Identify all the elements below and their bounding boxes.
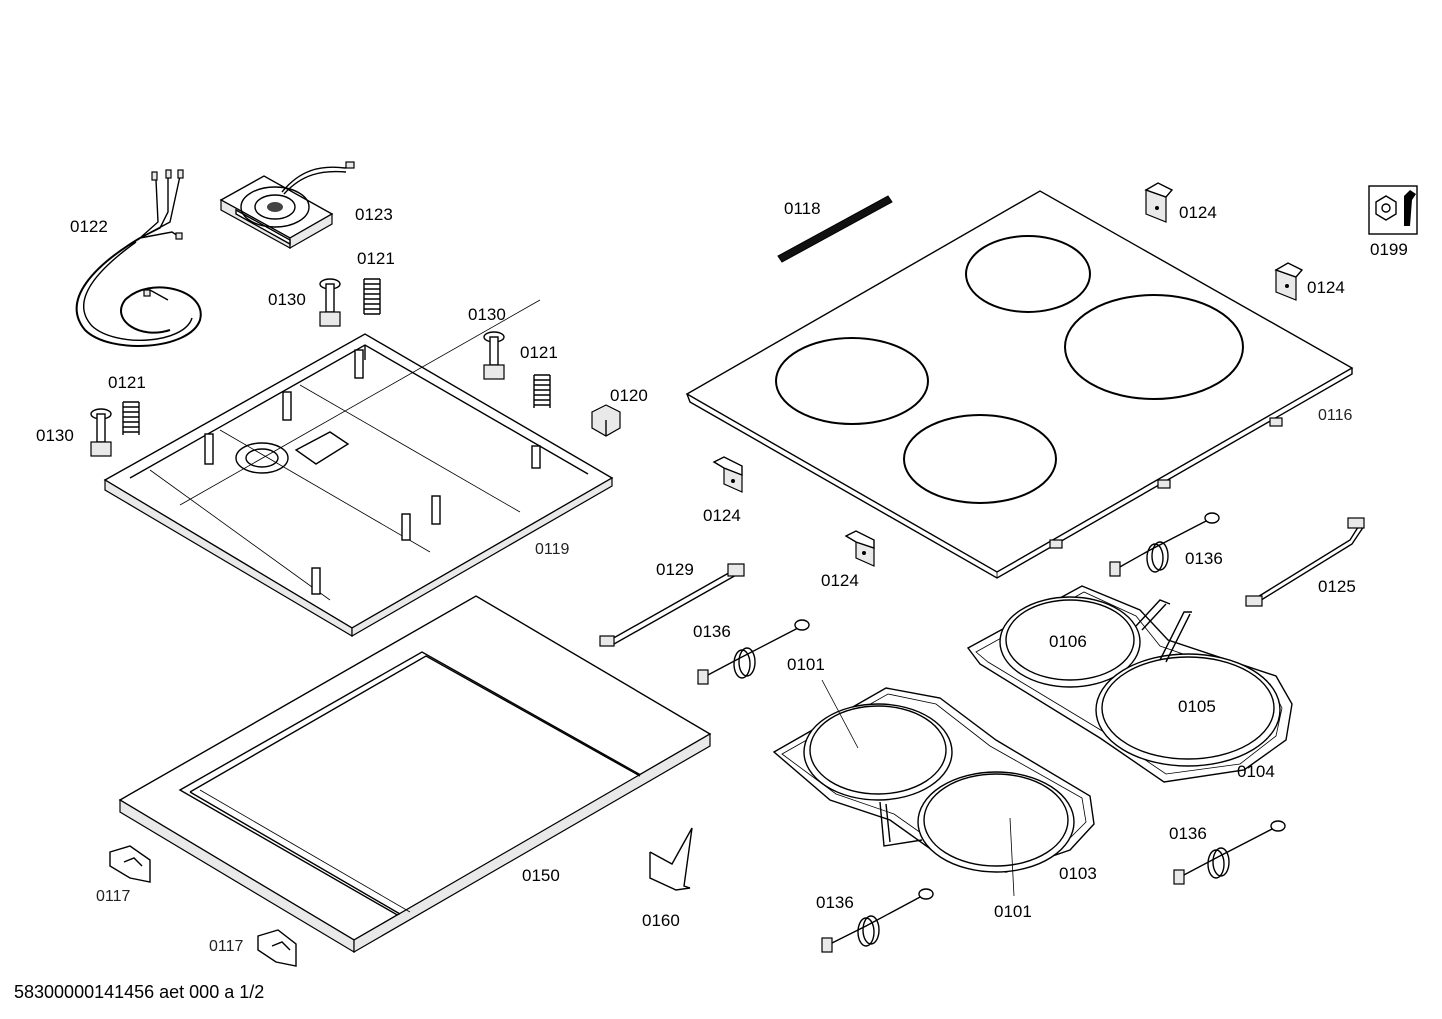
label-0136-a: 0136: [1185, 549, 1223, 568]
bracket-0124-a[interactable]: [1144, 182, 1174, 223]
label-0199: 0199: [1370, 240, 1408, 259]
sensor-0136-a[interactable]: [1109, 512, 1220, 577]
label-0119: 0119: [535, 541, 570, 558]
spring-0121-b[interactable]: [533, 374, 551, 408]
sensor-0136-d[interactable]: [821, 888, 934, 953]
label-0104: 0104: [1237, 762, 1275, 781]
spring-0121-c[interactable]: [122, 401, 140, 435]
heater-tray-0103[interactable]: [772, 679, 1095, 897]
support-pin-0130-b[interactable]: [483, 331, 505, 380]
heater-tray-0104[interactable]: [966, 585, 1293, 783]
label-0160: 0160: [642, 911, 680, 930]
clip-0120[interactable]: [591, 404, 621, 437]
label-0130-c: 0130: [36, 426, 74, 445]
bracket-0124-b[interactable]: [1274, 262, 1304, 301]
label-0130-b: 0130: [468, 305, 506, 324]
base-housing-0119[interactable]: [103, 299, 614, 638]
drawing-reference-footer: 58300000141456 aet 000 a 1/2: [14, 982, 264, 1002]
label-0136-b: 0136: [693, 622, 731, 641]
label-0124-b: 0124: [1307, 278, 1345, 297]
cooling-fan-0123[interactable]: [219, 161, 355, 250]
label-0116: 0116: [1318, 407, 1353, 424]
label-0101-a: 0101: [787, 655, 825, 674]
label-0117-b: 0117: [209, 938, 244, 955]
cable-0125[interactable]: [1245, 517, 1365, 607]
seal-strip-0118[interactable]: [777, 195, 893, 263]
cable-0129[interactable]: [599, 563, 745, 647]
frame-0150[interactable]: [118, 595, 712, 954]
wrench-nut-icon: [1368, 185, 1418, 235]
support-pin-0130-c[interactable]: [90, 408, 112, 457]
bracket-0124-c[interactable]: [712, 456, 743, 493]
label-0129: 0129: [656, 560, 694, 579]
label-0130-a: 0130: [268, 290, 306, 309]
sensor-0136-b[interactable]: [697, 619, 810, 685]
label-0136-c: 0136: [1169, 824, 1207, 843]
label-0120: 0120: [610, 386, 648, 405]
label-0106: 0106: [1049, 632, 1087, 651]
sensor-0136-c[interactable]: [1173, 820, 1286, 885]
label-0121-b: 0121: [520, 343, 558, 362]
label-0101-b: 0101: [994, 902, 1032, 921]
label-0117-a: 0117: [96, 888, 131, 905]
label-0136-d: 0136: [816, 893, 854, 912]
label-0121-a: 0121: [357, 249, 395, 268]
label-0118: 0118: [784, 199, 821, 218]
label-0150: 0150: [522, 866, 560, 885]
bracket-0124-d[interactable]: [844, 530, 875, 567]
label-0103: 0103: [1059, 864, 1097, 883]
part-labels: 0122 0123 0121 0130 0130 0121 0121 0130 …: [36, 199, 1408, 955]
glass-ceramic-hob-0116[interactable]: [685, 190, 1354, 579]
label-0105: 0105: [1178, 697, 1216, 716]
label-0124-d: 0124: [821, 571, 859, 590]
cable-harness-0122[interactable]: [75, 169, 202, 347]
label-0121-c: 0121: [108, 373, 146, 392]
label-0124-a: 0124: [1179, 203, 1217, 222]
clip-0117-a[interactable]: [109, 845, 151, 883]
label-0123: 0123: [355, 205, 393, 224]
sheet-0160[interactable]: [649, 827, 693, 891]
label-0125: 0125: [1318, 577, 1356, 596]
support-pin-0130-a[interactable]: [319, 278, 341, 327]
spring-0121-a[interactable]: [363, 276, 381, 315]
label-0122: 0122: [70, 217, 108, 236]
label-0124-c: 0124: [703, 506, 741, 525]
clip-0117-b[interactable]: [257, 929, 297, 967]
